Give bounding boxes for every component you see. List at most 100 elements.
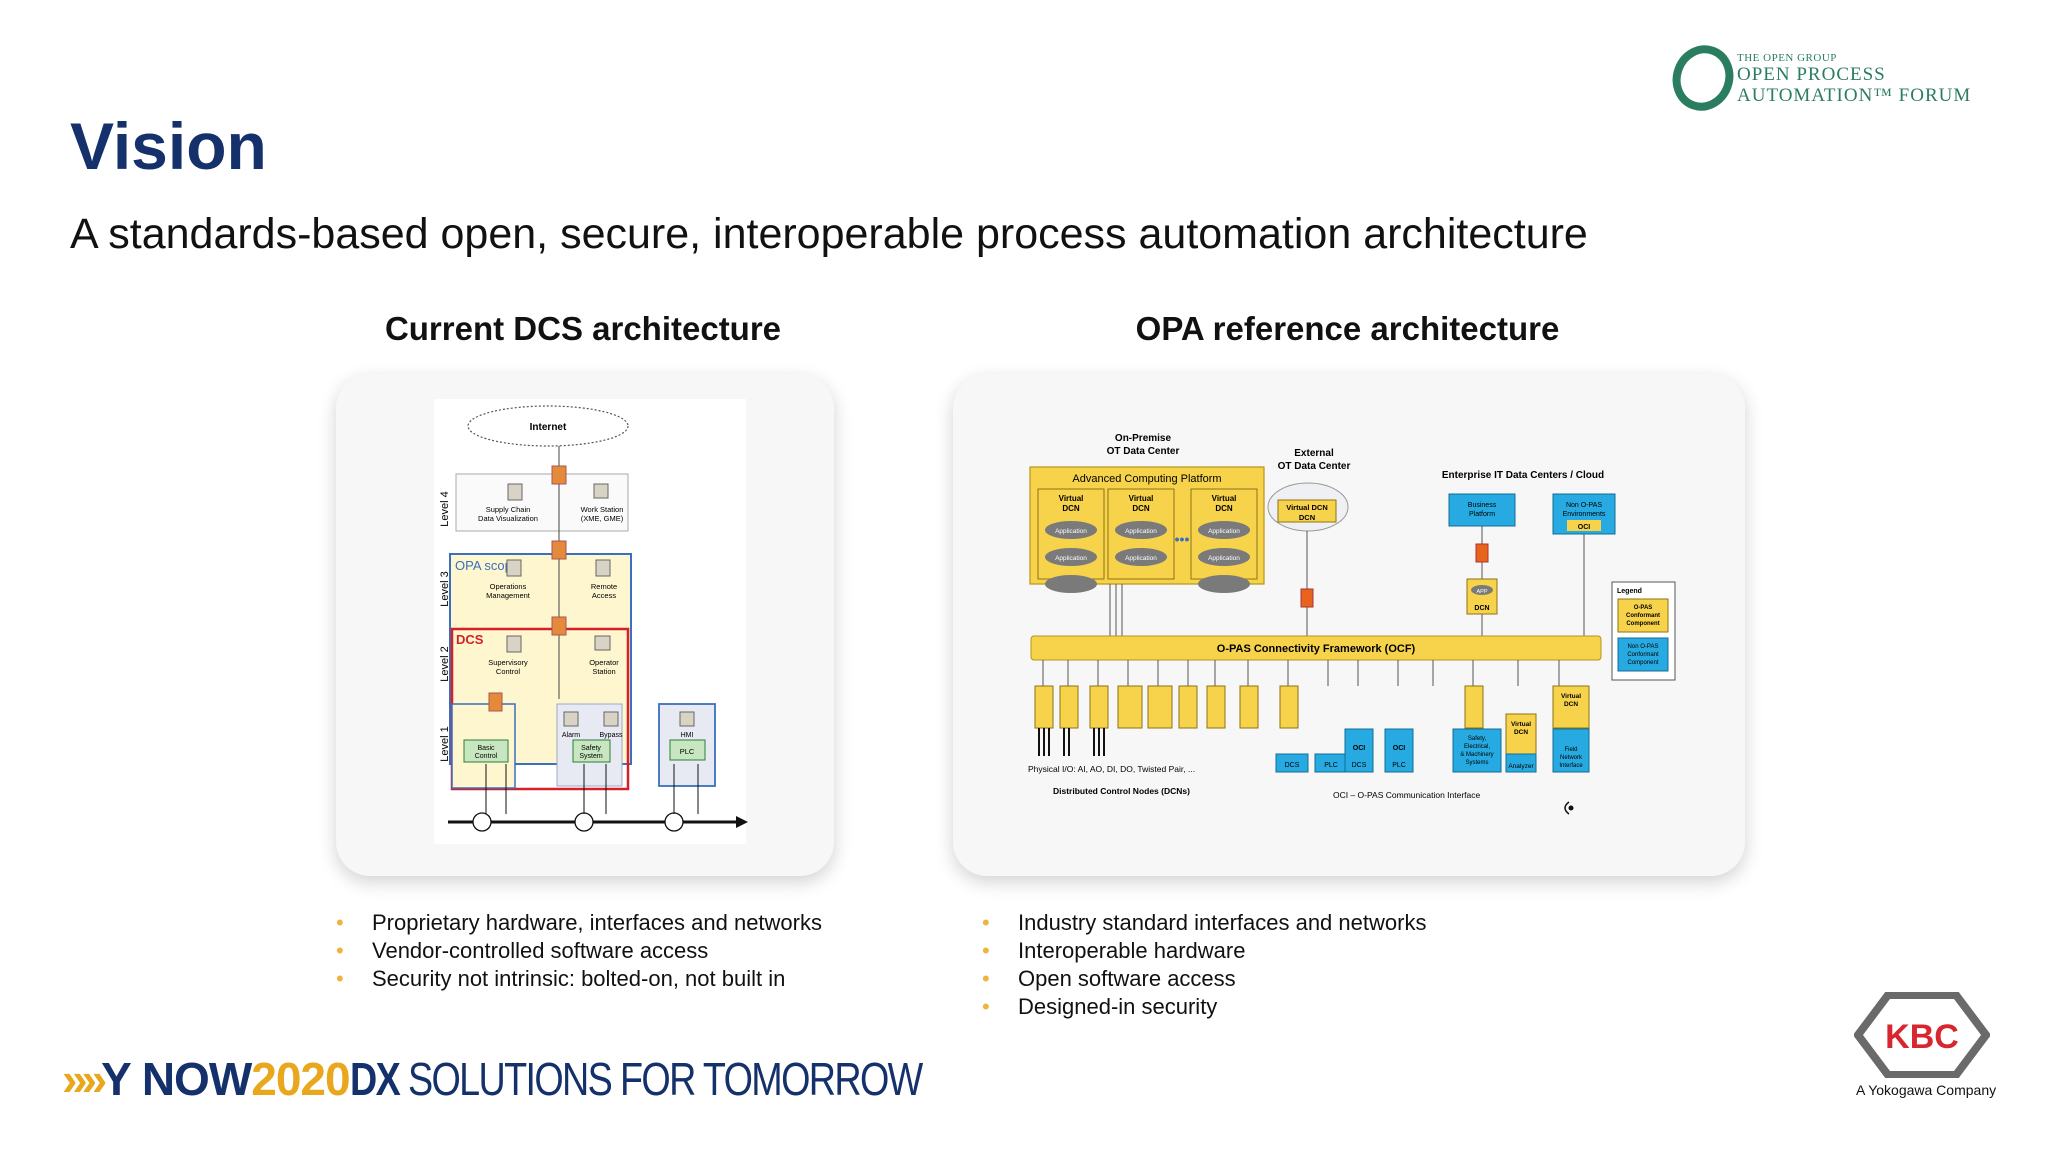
field-l1: Field — [1564, 747, 1577, 753]
oci-top: OCI — [1578, 524, 1591, 531]
dcs-label: DCS — [456, 632, 484, 647]
ent-dcn: DCN — [1474, 605, 1489, 612]
business-l2: Platform — [1469, 511, 1495, 518]
list-item: •Industry standard interfaces and networ… — [982, 910, 1427, 935]
alarm-label: Alarm — [562, 732, 580, 739]
vdcn-field-l2: DCN — [1564, 701, 1578, 708]
app-pill-6: Application — [1208, 555, 1240, 562]
safety-system-l1: Safety — [581, 745, 601, 752]
legend-conf-l1: O-PAS — [1634, 605, 1653, 611]
app-pill-5: Application — [1125, 555, 1157, 562]
opa-logo-icon — [1670, 44, 1740, 119]
non-opas-l1: Non O-PAS — [1566, 502, 1602, 509]
remote-access-l2: Access — [592, 591, 616, 600]
work-station-l1: Work Station — [581, 505, 624, 514]
operator-l2: Station — [592, 667, 615, 676]
acp-label: Advanced Computing Platform — [1072, 473, 1221, 485]
remote-access-l1: Remote — [591, 582, 617, 591]
app-pill-1: Application — [1055, 528, 1087, 535]
field-l3: Interface — [1559, 763, 1583, 769]
list-item: •Designed-in security — [982, 994, 1218, 1019]
vdcn3-l1: Virtual — [1212, 494, 1237, 503]
supply-chain-l2: Data Visualization — [478, 514, 538, 523]
safety-system-l2: System — [579, 753, 603, 760]
plc-box-2: PLC — [1392, 762, 1406, 769]
left-section-heading: Current DCS architecture — [384, 310, 782, 347]
list-item: •Vendor-controlled software access — [336, 938, 709, 963]
list-item: •Interoperable hardware — [982, 938, 1246, 963]
solutions-tagline: DX SOLUTIONS FOR TOMORROW — [350, 1053, 923, 1105]
oci-dcs: OCI — [1353, 745, 1366, 752]
bypass-label: Bypass — [600, 732, 623, 739]
supervisory-l1: Supervisory — [488, 658, 528, 667]
wireless-icon — [1564, 801, 1574, 815]
dcs-box: DCS — [1285, 762, 1300, 769]
level2-label: Level 2 — [439, 646, 451, 681]
safety-l2: Electrical, — [1464, 744, 1490, 750]
legend-title: Legend — [1617, 588, 1642, 595]
level3-label: Level 3 — [439, 571, 451, 606]
left-diagram-card: Internet OPA scope DCS Level 4 Level 3 L… — [336, 374, 834, 876]
vdcn2-l1: Virtual — [1129, 494, 1154, 503]
list-item: •Open software access — [982, 966, 1236, 991]
field-l2: Network — [1560, 755, 1583, 761]
internet-cloud-icon — [467, 405, 629, 447]
supply-chain-l1: Supply Chain — [486, 505, 531, 514]
external-dcn: DCN — [1299, 513, 1315, 522]
legend-conf-l3: Component — [1626, 621, 1659, 627]
slide-subtitle: A standards-based open, secure, interope… — [70, 210, 1588, 258]
basic-control-l1: Basic — [477, 745, 495, 752]
plc-label: PLC — [680, 747, 695, 756]
level1-label: Level 1 — [439, 726, 451, 761]
app-pill-4: Application — [1055, 555, 1087, 562]
right-section-heading: OPA reference architecture — [1135, 310, 1560, 347]
safety-l1: Safety, — [1468, 736, 1487, 742]
vdcn-analyzer-l2: DCN — [1514, 729, 1528, 736]
oci-caption: OCI – O-PAS Communication Interface — [1333, 790, 1481, 800]
enterprise-label: Enterprise IT Data Centers / Cloud — [1442, 470, 1604, 481]
analyzer-label: Analyzer — [1508, 763, 1534, 770]
work-station-l2: (XME, GME) — [581, 514, 624, 523]
on-premise-l2: OT Data Center — [1107, 446, 1180, 457]
app-pill-3: Application — [1208, 528, 1240, 535]
external-l2: OT Data Center — [1278, 461, 1351, 472]
vdcn3-l2: DCN — [1215, 504, 1233, 513]
vdcn1-l1: Virtual — [1059, 494, 1084, 503]
internet-label: Internet — [530, 422, 567, 433]
level4-label: Level 4 — [439, 491, 451, 526]
vdcn2-l2: DCN — [1132, 504, 1150, 513]
oci-plc: OCI — [1393, 745, 1406, 752]
plc-box: PLC — [1324, 762, 1338, 769]
opa-scope-label: OPA scope — [455, 558, 519, 573]
opa-logo-line1: THE OPEN GROUP — [1737, 52, 1837, 64]
opa-logo-line3: AUTOMATION™ FORUM — [1737, 85, 1972, 106]
vdcn-analyzer-l1: Virtual — [1511, 721, 1531, 728]
slide-title: Vision — [70, 109, 267, 183]
ops-mgmt-l1: Operations — [490, 582, 527, 591]
list-item: •Security not intrinsic: bolted-on, not … — [336, 966, 786, 991]
right-diagram-card: On-Premise OT Data Center External OT Da… — [953, 374, 1745, 876]
ops-mgmt-l2: Management — [486, 591, 531, 600]
left-bullet-list: •Proprietary hardware, interfaces and ne… — [336, 909, 856, 993]
dcs-architecture-diagram: Internet OPA scope DCS Level 4 Level 3 L… — [434, 399, 748, 844]
on-premise-l1: On-Premise — [1115, 433, 1172, 444]
basic-control-l2: Control — [475, 753, 498, 760]
business-l1: Business — [1468, 502, 1497, 509]
safety-l3: & Machinery — [1460, 752, 1493, 758]
vdcn1-l2: DCN — [1062, 504, 1080, 513]
safety-l4: Systems — [1465, 760, 1488, 766]
physical-io-label: Physical I/O: AI, AO, DI, DO, Twisted Pa… — [1028, 764, 1195, 774]
dcs-box-2: DCS — [1352, 762, 1367, 769]
virtual-dcn-inline: Virtual DCN — [1286, 503, 1328, 512]
opa-reference-diagram: On-Premise OT Data Center External OT Da… — [1028, 433, 1676, 815]
kbc-logo: KBC — [1853, 991, 1991, 1083]
legend-nc-l2: Conformant — [1627, 652, 1659, 658]
vdcn-field-l1: Virtual — [1561, 693, 1581, 700]
ent-app: APP — [1476, 589, 1487, 595]
external-l1: External — [1294, 448, 1334, 459]
right-bullet-list: •Industry standard interfaces and networ… — [982, 909, 1502, 1021]
hmi-label: HMI — [681, 732, 694, 739]
legend-conf-l2: Conformant — [1626, 613, 1660, 619]
kbc-subtitle: A Yokogawa Company — [1856, 1082, 1997, 1098]
legend-nc-l3: Component — [1627, 660, 1658, 666]
